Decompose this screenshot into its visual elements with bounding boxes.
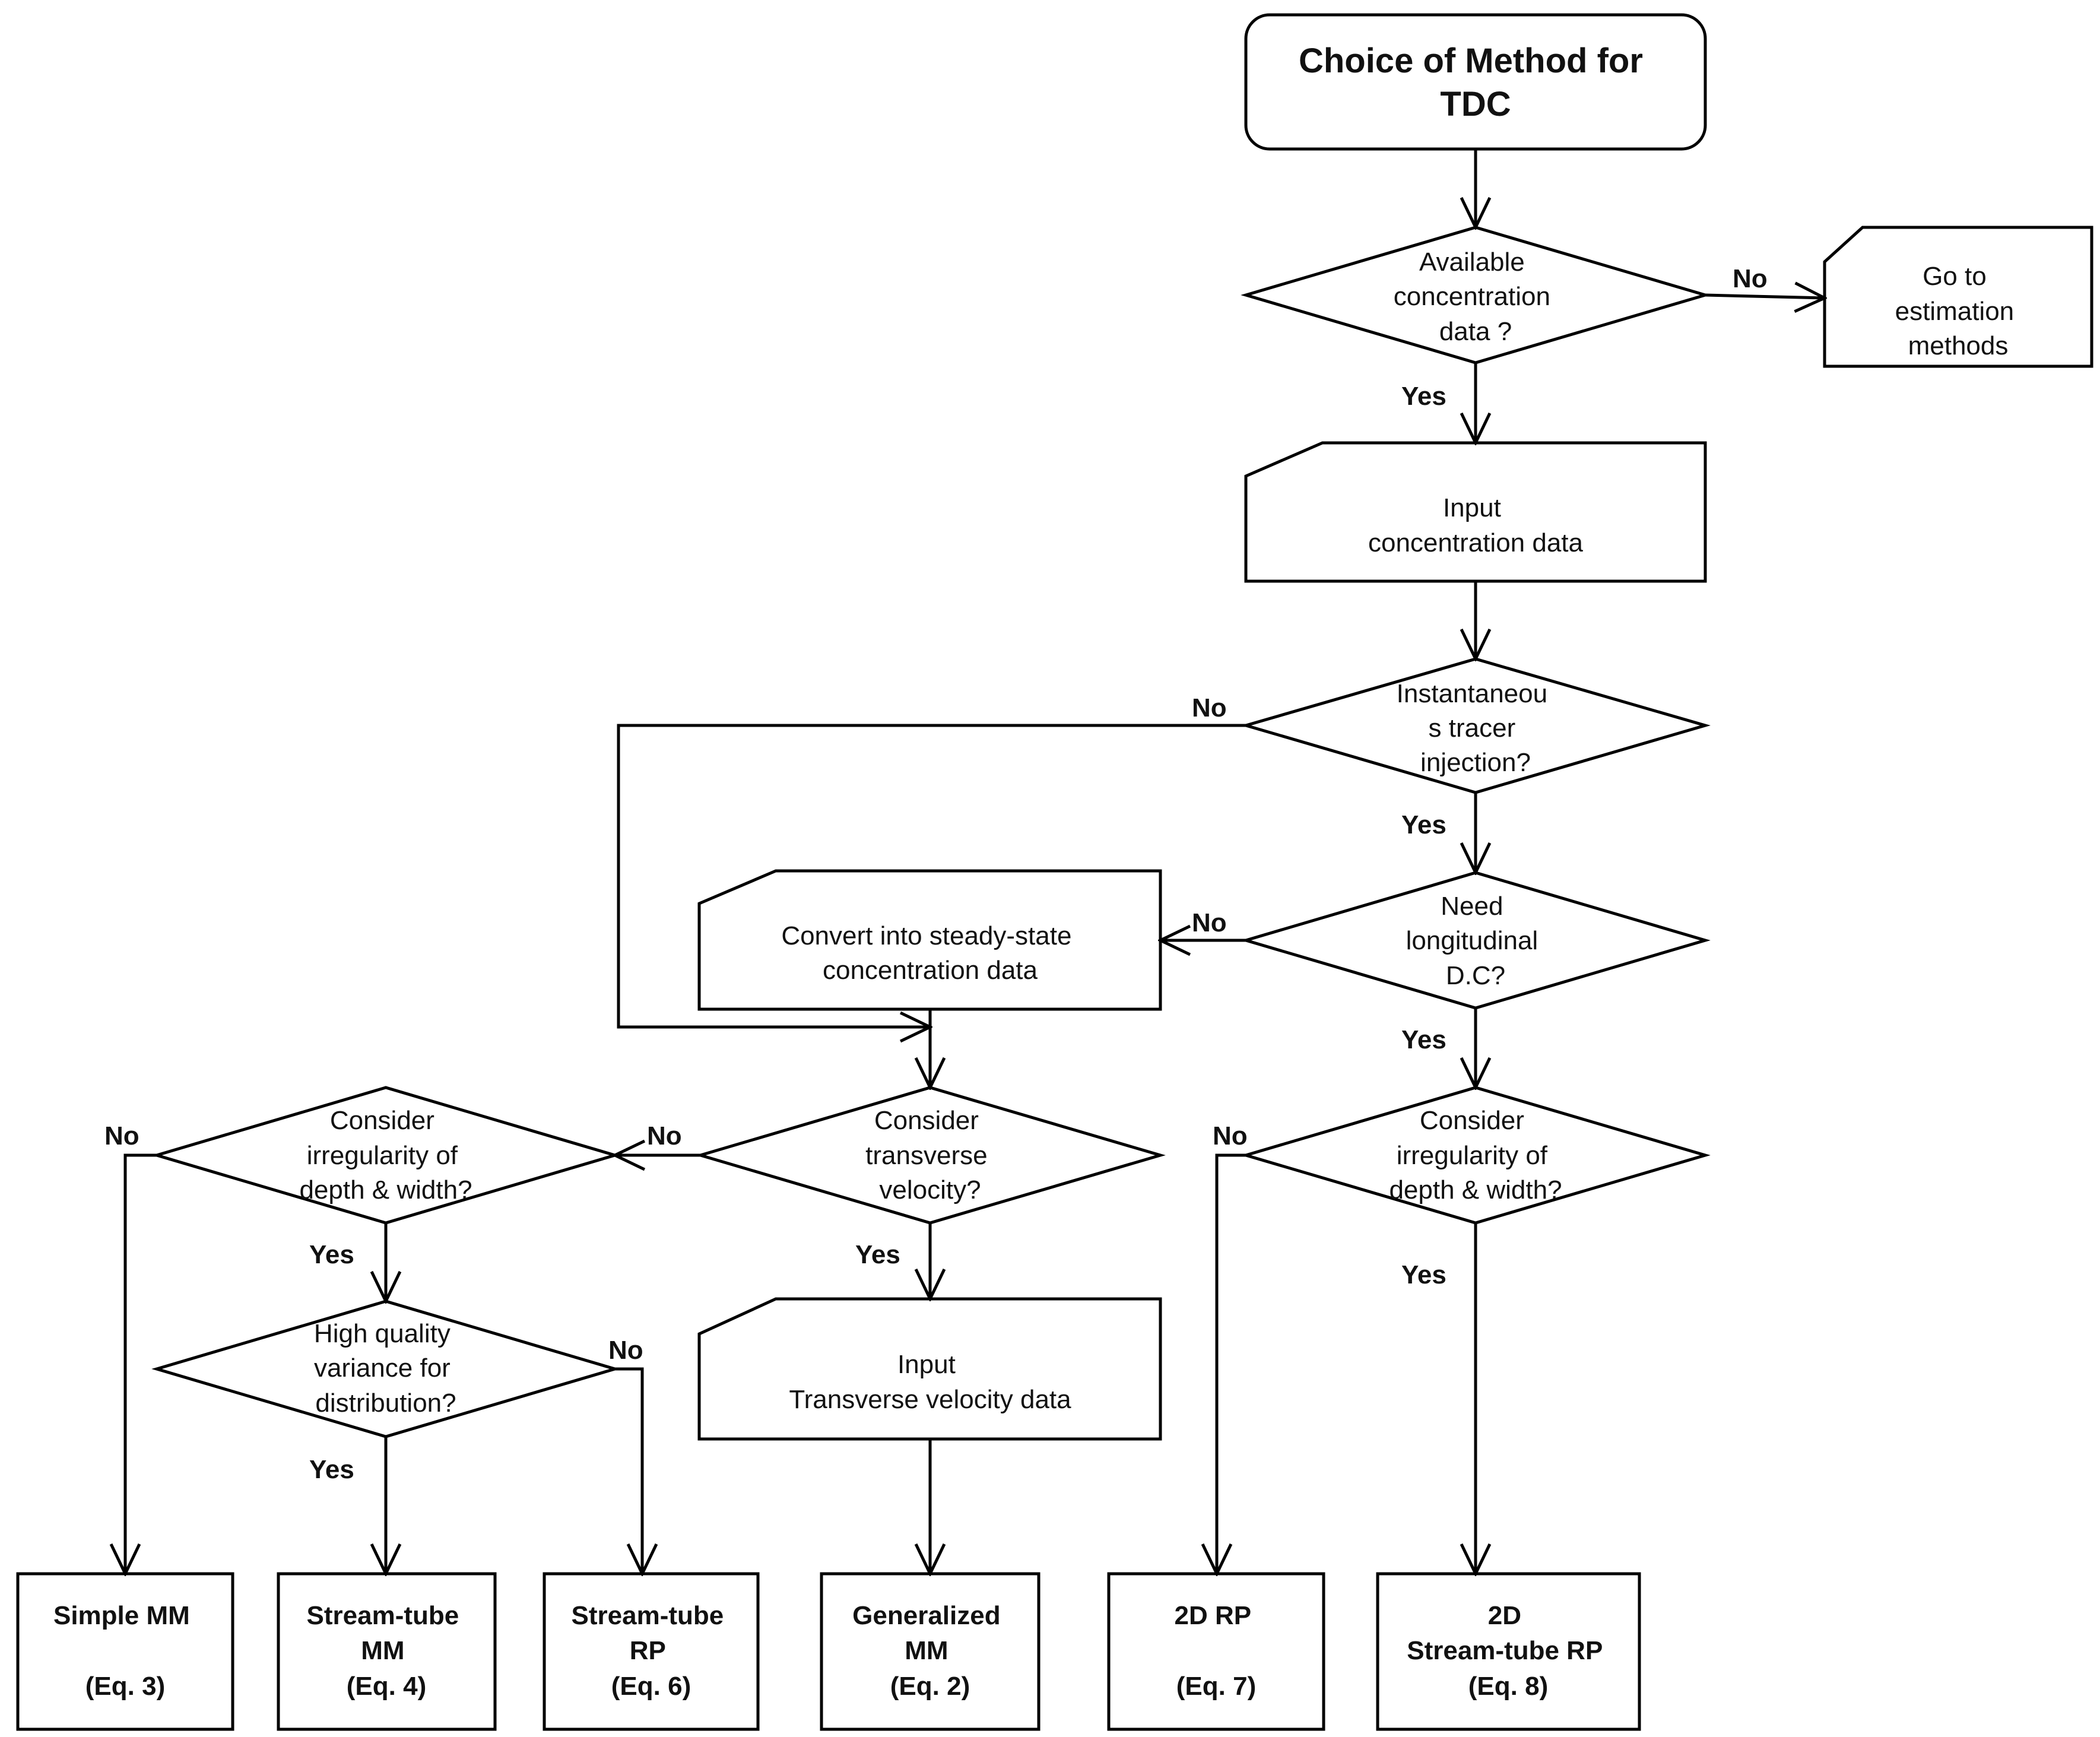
- input-transverse-label: Input Transverse velocity data: [789, 1350, 1071, 1414]
- label-no-available: No: [1733, 264, 1768, 293]
- irregularity-right-label: Consider irregularity of depth & width?: [1389, 1106, 1562, 1205]
- label-yes-irregularity-left: Yes: [309, 1240, 354, 1269]
- label-no-need-longitudinal: No: [1192, 908, 1227, 937]
- start-title: Choice of Method for TDC: [1299, 42, 1652, 123]
- irregularity-left-label: Consider irregularity of depth & width?: [299, 1106, 472, 1205]
- result-generalized-mm-label: Generalized MM (Eq. 2): [852, 1601, 1008, 1701]
- result-stream-tube-mm-label: Stream-tube MM (Eq. 4): [307, 1601, 467, 1701]
- result-2d-rp-label: 2D RP (Eq. 7): [1174, 1601, 1258, 1701]
- input-concentration-label: Input concentration data: [1368, 493, 1584, 557]
- consider-transverse-label: Consider transverse velocity?: [865, 1106, 995, 1205]
- instantaneous-label: Instantaneou s tracer injection?: [1397, 679, 1555, 777]
- decision-instantaneous-injection: [1241, 657, 1711, 794]
- result-generalized-mm: [820, 1572, 1041, 1731]
- label-yes-need-longitudinal: Yes: [1401, 1025, 1446, 1054]
- result-2d-rp: [1107, 1572, 1325, 1731]
- start-terminator: [1244, 13, 1707, 151]
- convert-steady-label: Convert into steady-state concentration …: [781, 921, 1078, 985]
- edge-irregularity-right-no: [1217, 1153, 1246, 1574]
- decision-consider-transverse: [695, 1086, 1166, 1225]
- edge-instantaneous-no: [617, 724, 1246, 1027]
- result-stream-tube-rp-label: Stream-tube RP (Eq. 6): [572, 1601, 731, 1701]
- result-stream-tube-rp: [543, 1572, 760, 1731]
- result-2d-stream-tube-rp: [1376, 1572, 1641, 1731]
- label-yes-irregularity-right: Yes: [1401, 1260, 1446, 1289]
- available-label: Available concentration data ?: [1394, 248, 1557, 346]
- label-no-irregularity-left: No: [104, 1121, 139, 1150]
- result-2d-stream-tube-rp-label: 2D Stream-tube RP (Eq. 8): [1407, 1601, 1610, 1701]
- result-simple-mm: [16, 1572, 234, 1731]
- decision-irregularity-right: [1241, 1086, 1711, 1225]
- edge-high-quality-no: [615, 1367, 642, 1574]
- label-no-transverse: No: [647, 1121, 682, 1150]
- label-yes-instantaneous: Yes: [1401, 810, 1446, 839]
- process-go-to-estimation: [1823, 226, 2093, 368]
- result-simple-mm-label: Simple MM (Eq. 3): [53, 1601, 197, 1701]
- label-yes-transverse: Yes: [855, 1240, 900, 1269]
- result-stream-tube-mm: [277, 1572, 497, 1731]
- label-no-irregularity-right: No: [1213, 1121, 1248, 1150]
- edge-available-no: [1705, 295, 1825, 298]
- label-yes-high-quality: Yes: [309, 1455, 354, 1484]
- high-quality-label: High quality variance for distribution?: [314, 1319, 458, 1418]
- need-longitudinal-label: Need longitudinal D.C?: [1406, 892, 1546, 990]
- edge-irregularity-left-no: [125, 1153, 157, 1574]
- label-no-high-quality: No: [608, 1336, 643, 1365]
- label-yes-available: Yes: [1401, 382, 1446, 411]
- decision-need-longitudinal: [1241, 871, 1711, 1010]
- label-no-instantaneous: No: [1192, 693, 1227, 722]
- go-to-estimation-label: Go to estimation methods: [1895, 262, 2022, 360]
